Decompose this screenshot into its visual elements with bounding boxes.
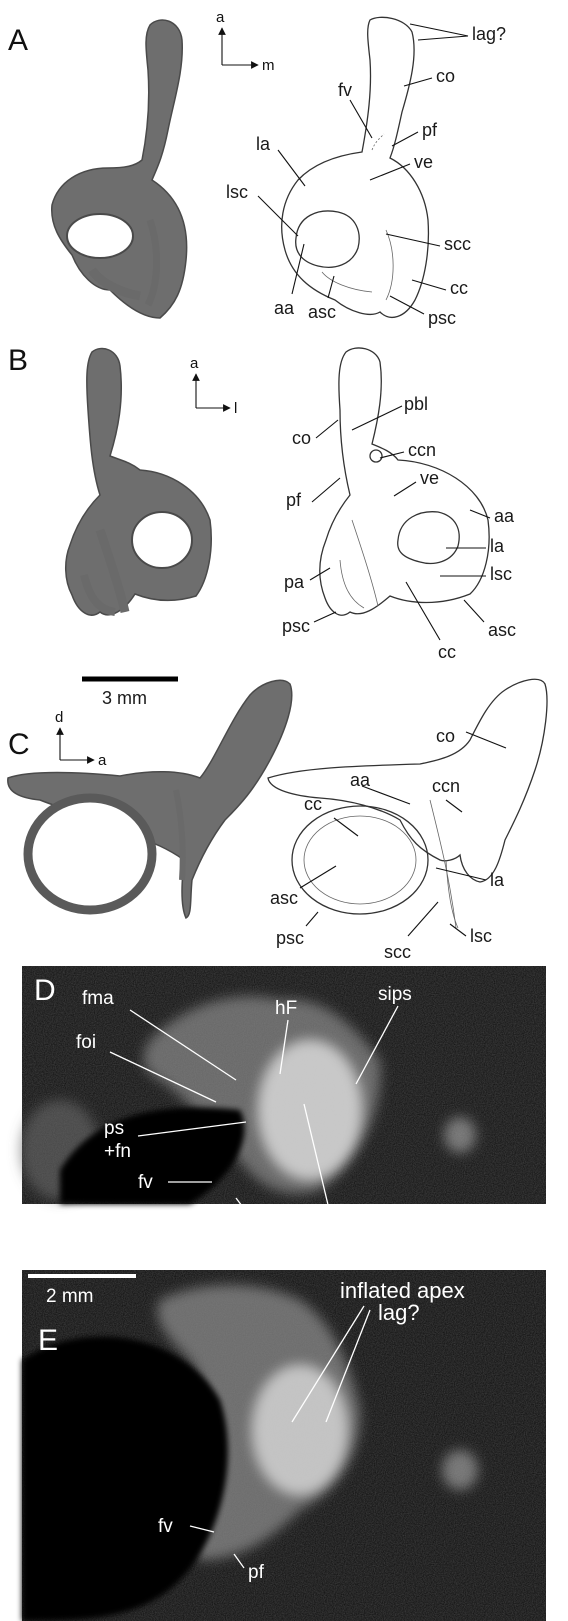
panel-b-label: B	[8, 344, 28, 377]
panel-a-axes: a m	[216, 9, 275, 74]
label-lag: lag?	[472, 24, 506, 44]
label-lag-e: lag?	[378, 1300, 420, 1325]
label-lsc: lsc	[226, 182, 248, 202]
panel-a-axis-up: a	[216, 9, 225, 26]
label-co-c: co	[436, 726, 455, 746]
label-cc: cc	[450, 278, 468, 298]
label-aa-b: aa	[494, 506, 515, 526]
label-fv: fv	[338, 80, 352, 100]
label-la: la	[256, 134, 271, 154]
label-pa: pa	[284, 572, 305, 592]
panel-b: B a l pbl co ccn ve	[8, 344, 516, 708]
label-pbl: pbl	[404, 394, 428, 414]
panel-a: A a m lag? co	[8, 9, 506, 328]
label-fma: fma	[82, 988, 114, 1009]
label-ve: ve	[414, 152, 433, 172]
label-aa: aa	[274, 298, 295, 318]
panel-a-axis-right: m	[262, 57, 275, 74]
label-lsc-b: lsc	[490, 564, 512, 584]
label-la-b: la	[490, 536, 505, 556]
label-asc-b: asc	[488, 620, 516, 640]
panel-c-axis-up: d	[55, 709, 63, 726]
label-psc-c: psc	[276, 928, 304, 948]
label-ccn: ccn	[408, 440, 436, 460]
label-asc: asc	[308, 302, 336, 322]
label-scc-c: scc	[384, 942, 411, 962]
label-pf-b: pf	[286, 490, 302, 510]
label-cc-b: cc	[438, 642, 456, 662]
panel-c-annotations: co aa ccn cc la asc psc scc lsc	[270, 726, 506, 962]
label-lsc-c: lsc	[470, 926, 492, 946]
panel-b-axis-up: a	[190, 355, 199, 372]
panel-c: C d a co aa ccn cc	[8, 679, 547, 962]
label-cc-c: cc	[304, 794, 322, 814]
label-fv-e: fv	[158, 1516, 173, 1537]
panel-d-label: D	[34, 974, 56, 1007]
scalebar-3mm: 3 mm	[82, 679, 178, 708]
label-aa-c: aa	[350, 770, 371, 790]
panel-b-axis-right: l	[234, 400, 237, 417]
label-asc-c: asc	[270, 888, 298, 908]
panel-c-label: C	[8, 728, 30, 761]
panel-b-axes: a l	[190, 355, 237, 417]
panel-d: D fma hF sips foi ps +fn fv pf co	[20, 966, 546, 1255]
label-psc: psc	[428, 308, 456, 328]
scalebar-2mm-label: 2 mm	[46, 1286, 94, 1307]
label-pf-d: pf	[254, 1206, 271, 1227]
label-co-b: co	[292, 428, 311, 448]
panel-a-drawing	[282, 17, 429, 317]
panel-c-axes: d a	[55, 709, 107, 769]
label-hF: hF	[275, 998, 297, 1019]
label-pf-e: pf	[248, 1562, 265, 1583]
label-ccn-c: ccn	[432, 776, 460, 796]
label-psc-b: psc	[282, 616, 310, 636]
label-co: co	[436, 66, 455, 86]
label-sips: sips	[378, 984, 412, 1005]
panel-b-drawing	[320, 348, 489, 615]
label-ps: ps	[104, 1118, 124, 1139]
label-pf: pf	[422, 120, 438, 140]
panel-a-render	[52, 20, 187, 318]
panel-b-annotations: pbl co ccn ve pf aa la lsc pa psc cc asc	[282, 394, 516, 662]
label-fv-d: fv	[138, 1172, 153, 1193]
scalebar-3mm-label: 3 mm	[102, 688, 147, 708]
panel-a-label: A	[8, 24, 28, 57]
label-foi: foi	[76, 1032, 96, 1053]
label-la-c: la	[490, 870, 505, 890]
panel-b-render	[66, 348, 212, 615]
label-co-d: co	[322, 1234, 342, 1255]
label-ve-b: ve	[420, 468, 439, 488]
label-scc: scc	[444, 234, 471, 254]
panel-e-label: E	[38, 1324, 58, 1357]
panel-e: 2 mm E inflated apex lag? fv pf	[22, 1270, 546, 1621]
panel-c-axis-right: a	[98, 752, 107, 769]
label-fn: +fn	[104, 1141, 131, 1162]
panel-c-render	[8, 680, 292, 918]
